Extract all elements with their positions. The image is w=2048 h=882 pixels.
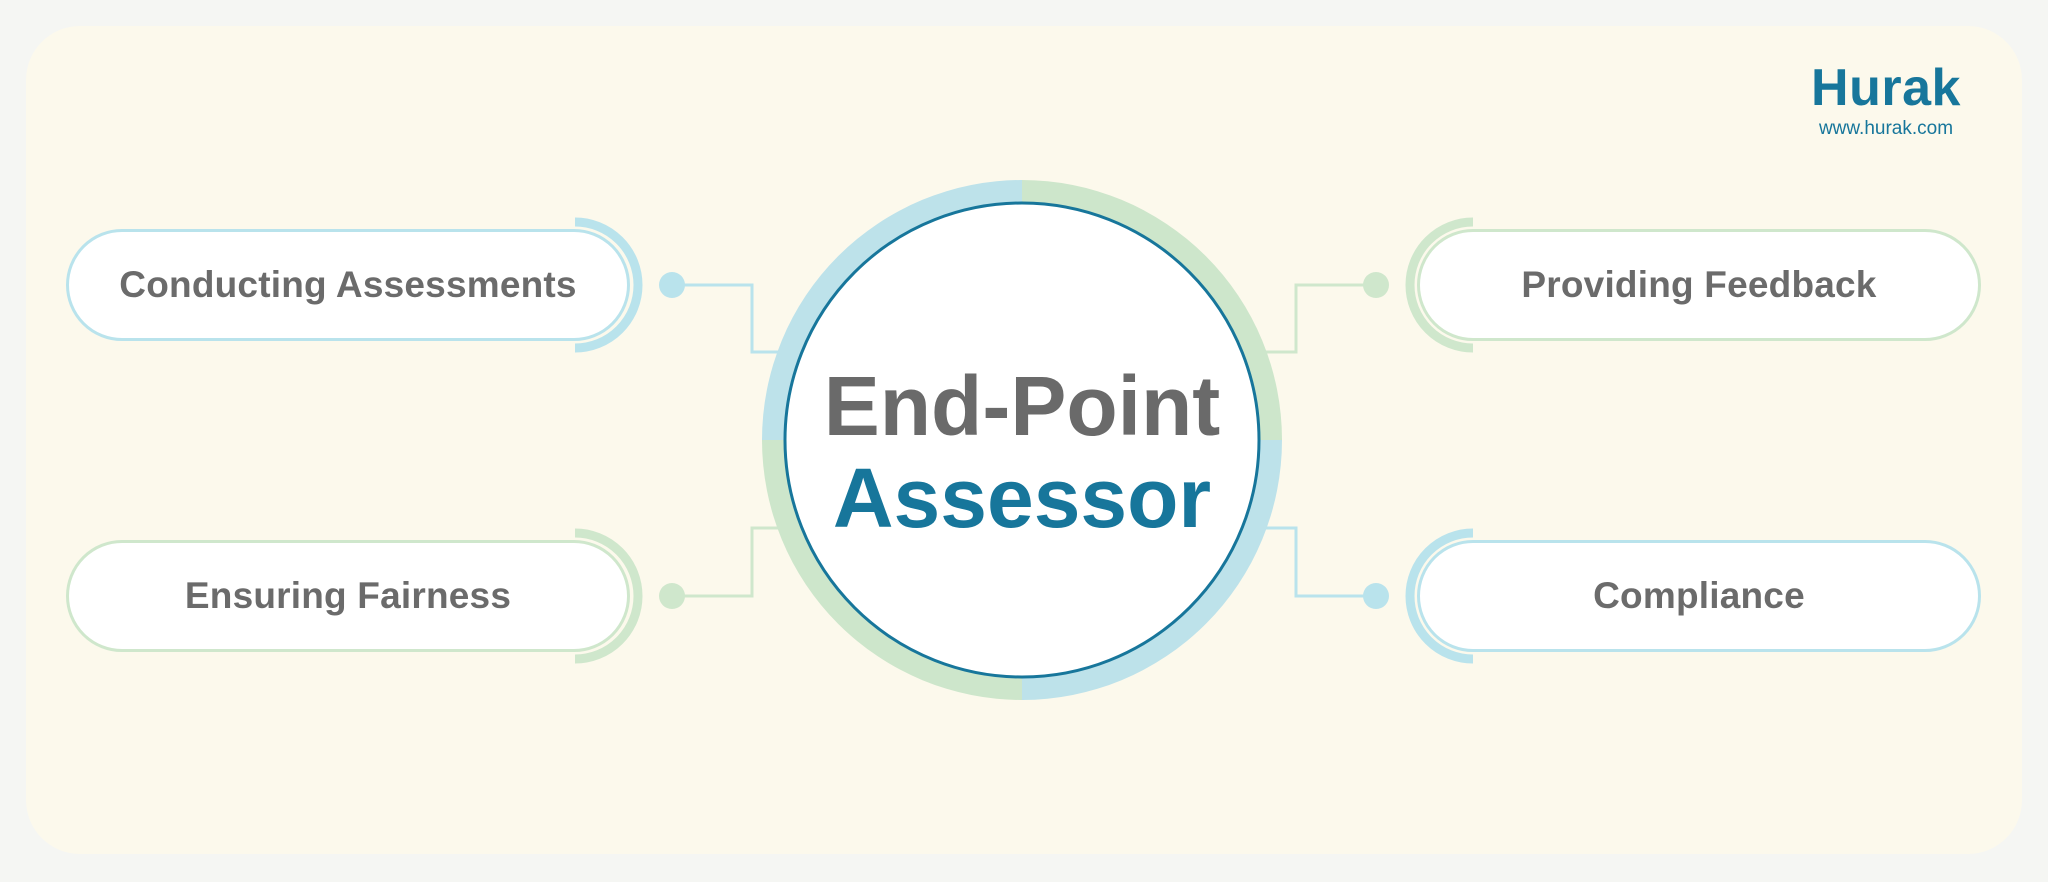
logo-name: Hurak <box>1811 59 1961 117</box>
arc-compliance <box>1405 528 1474 664</box>
center-title-line2: Assessor <box>832 451 1212 545</box>
connector-compliance <box>1258 526 1376 598</box>
connector-conducting <box>672 283 790 354</box>
node-conducting-assessments: Conducting Assessments <box>66 229 630 341</box>
connector-feedback <box>1258 283 1376 354</box>
node-ensuring-fairness: Ensuring Fairness <box>66 540 630 652</box>
center-title: End-Point Assessor <box>788 360 1256 544</box>
dot-compliance <box>1363 583 1389 609</box>
center-title-line1: End-Point <box>823 359 1221 453</box>
node-compliance: Compliance <box>1417 540 1981 652</box>
arc-fairness <box>574 528 643 664</box>
brand-logo: Hurak www.hurak.com <box>1806 58 1966 140</box>
dot-conducting <box>659 272 685 298</box>
dot-feedback <box>1363 272 1389 298</box>
connector-fairness <box>672 526 790 598</box>
center-circle <box>762 180 1282 700</box>
arc-conducting <box>574 217 643 353</box>
logo-url: www.hurak.com <box>1818 118 1954 139</box>
arc-feedback <box>1405 217 1474 353</box>
node-providing-feedback: Providing Feedback <box>1417 229 1981 341</box>
dot-fairness <box>659 583 685 609</box>
